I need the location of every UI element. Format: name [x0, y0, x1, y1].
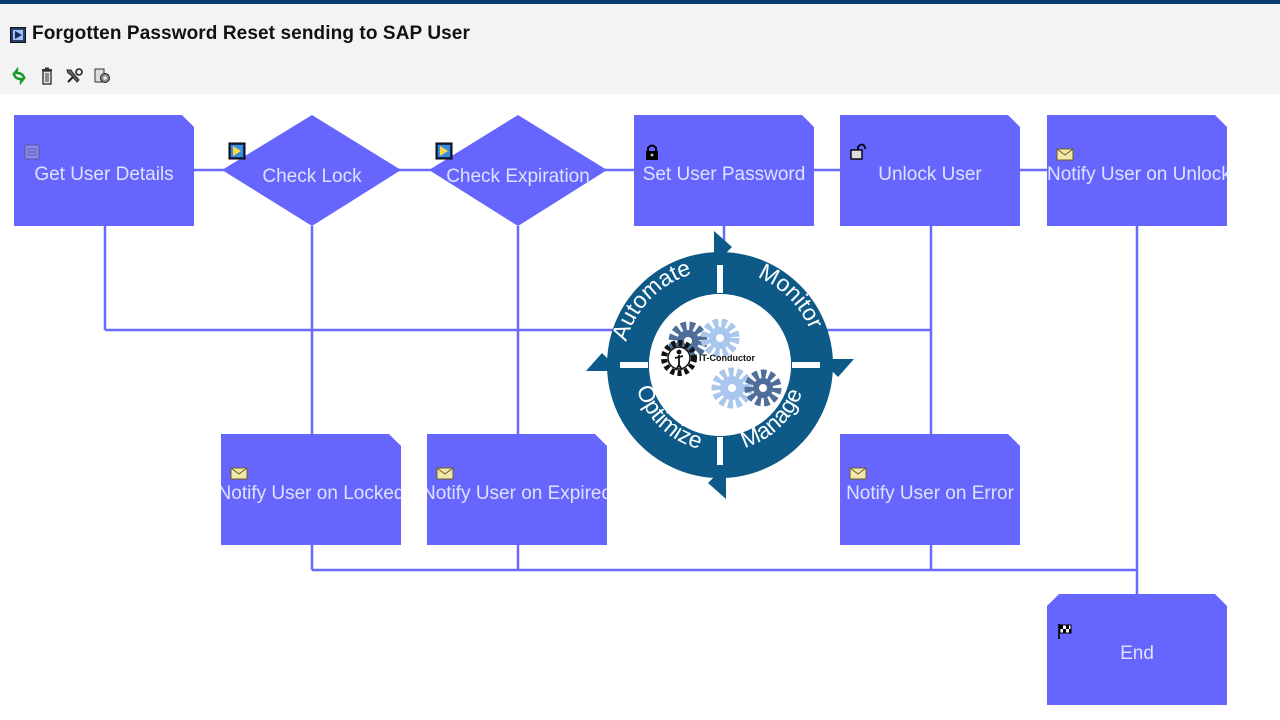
check-expiration-diamond[interactable] [429, 115, 607, 226]
node-get-user-details[interactable]: Get User Details [14, 115, 194, 226]
workflow-icon [10, 27, 26, 43]
trash-icon[interactable] [37, 66, 57, 86]
mail-icon [849, 464, 867, 482]
title-bar: Forgotten Password Reset sending to SAP … [0, 4, 1280, 94]
node-unlock-user[interactable]: Unlock User [840, 115, 1020, 226]
condition-icon [228, 142, 246, 160]
it-conductor-logo: Automate Monitor Manage Optimize [586, 231, 854, 499]
node-notify-expired[interactable]: Notify User on Expired [427, 434, 607, 545]
lock-icon [643, 143, 661, 161]
settings-icon[interactable] [64, 66, 84, 86]
top-accent-bar [0, 0, 1280, 4]
gear-icon [744, 369, 782, 407]
node-set-user-password[interactable]: Set User Password [634, 115, 814, 226]
node-label: Notify User on Unlocked [1047, 163, 1227, 185]
mail-icon [436, 464, 454, 482]
refresh-icon[interactable] [9, 66, 29, 86]
conductor-icon [661, 340, 697, 376]
mail-icon [230, 464, 248, 482]
node-label: Notify User on Error [846, 482, 1014, 504]
workflow-canvas: Get User Details Check Lock Check Expira… [0, 94, 1280, 720]
mail-icon [1056, 145, 1074, 163]
unlock-icon [849, 143, 867, 161]
check-lock-diamond[interactable] [222, 115, 401, 226]
node-label: Unlock User [878, 163, 982, 185]
condition-icon [435, 142, 453, 160]
finish-flag-icon [1056, 622, 1074, 640]
page-title: Forgotten Password Reset sending to SAP … [32, 23, 470, 44]
node-notify-locked[interactable]: Notify User on Locked [221, 434, 401, 545]
node-label: Set User Password [642, 163, 806, 185]
list-icon [23, 143, 41, 161]
node-label: Notify User on Expired [427, 482, 607, 504]
node-label: Notify User on Locked [221, 482, 401, 504]
node-notify-error[interactable]: Notify User on Error [840, 434, 1020, 545]
node-notify-unlocked[interactable]: Notify User on Unlocked [1047, 115, 1227, 226]
options-icon[interactable] [92, 66, 112, 86]
brand-name: IT-Conductor [699, 353, 755, 363]
node-label: Get User Details [34, 163, 174, 185]
node-label: End [1120, 642, 1154, 664]
node-end[interactable]: End [1047, 594, 1227, 705]
gear-icon [700, 318, 740, 358]
